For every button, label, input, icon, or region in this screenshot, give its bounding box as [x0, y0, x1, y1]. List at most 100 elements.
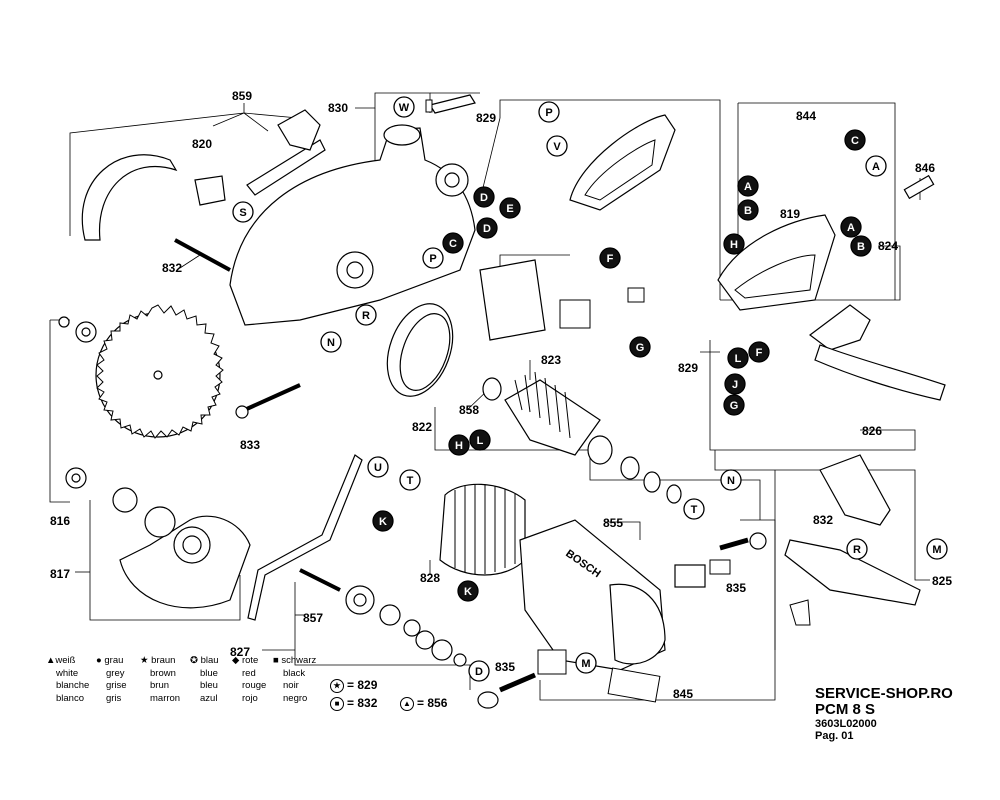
flange-parts	[58, 316, 97, 489]
reference-key: ★= 829 ■= 832 ▲= 856	[330, 678, 447, 714]
part-number: 819	[780, 207, 800, 221]
color-es: marron	[150, 692, 181, 704]
callout-letter: F	[607, 253, 614, 265]
callout-letter: W	[399, 102, 410, 114]
part-number: 855	[603, 516, 623, 530]
color-fr: rouge	[242, 680, 267, 691]
callout-letter: G	[730, 400, 739, 412]
part-number: 858	[459, 403, 479, 417]
callout-letter: R	[362, 310, 370, 322]
part-number-labels: 859 830 829 820 844 846 832 819 824 823 …	[50, 89, 952, 701]
callout-letter: M	[581, 658, 590, 670]
callout-circle	[538, 101, 560, 123]
color-en: brown	[150, 667, 176, 679]
part-number: 833	[240, 438, 260, 452]
color-de: weiß	[55, 655, 76, 666]
model-name: PCM 8 S	[815, 701, 876, 718]
callout-letter: U	[374, 462, 382, 474]
callout-circle	[473, 186, 495, 208]
color-es: negro	[283, 692, 308, 704]
callout-circle	[727, 347, 749, 369]
part-number: 829	[678, 361, 698, 375]
blade-guard-arc	[81, 154, 178, 241]
armature	[482, 371, 682, 504]
ref-value: = 856	[417, 696, 448, 710]
part-number: 825	[932, 574, 952, 588]
callout-letter: S	[239, 207, 246, 219]
guard-clip	[194, 175, 226, 206]
callout-circle	[422, 247, 444, 269]
callout-letter: J	[732, 379, 738, 391]
color-de: schwarz	[281, 655, 317, 666]
field-coil	[439, 483, 526, 576]
handle-assembly	[569, 114, 935, 311]
color-en: white	[56, 667, 79, 679]
switch-parts	[784, 304, 946, 626]
blue-symbol: ✪	[190, 655, 198, 666]
axle-pins	[174, 238, 301, 419]
callout-letter: V	[553, 141, 561, 153]
callout-circle	[399, 469, 421, 491]
callout-circle	[683, 498, 705, 520]
color-es: rojo	[242, 692, 258, 704]
callout-circle	[629, 336, 651, 358]
callout-circle	[355, 304, 377, 326]
motor-housing: BOSCH	[519, 519, 666, 671]
callout-circle	[737, 199, 759, 221]
color-es: blanco	[56, 692, 84, 704]
color-es: gris	[106, 692, 122, 704]
part-number: 829	[476, 111, 496, 125]
callout-circle	[469, 429, 491, 451]
part-number: 844	[796, 109, 816, 123]
plug-parts	[477, 532, 767, 709]
triangle-badge-icon: ▲	[400, 696, 414, 711]
callout-letter: L	[735, 353, 742, 365]
callout-circle	[850, 235, 872, 257]
callout-circle	[840, 216, 862, 238]
callout-circle	[476, 217, 498, 239]
grey-symbol: ●	[96, 655, 102, 666]
callout-letter: M	[932, 544, 941, 556]
part-number: 835	[495, 660, 515, 674]
bearing-parts	[299, 568, 467, 667]
part-number: 824	[878, 239, 898, 253]
footer-info: SERVICE-SHOP.RO PCM 8 S 3603L02000 Pag. …	[815, 685, 953, 742]
color-de: braun	[151, 655, 176, 666]
callout-letter: A	[744, 181, 752, 193]
part-number: 817	[50, 567, 70, 581]
callout-circle	[468, 660, 490, 682]
callout-letter: F	[756, 347, 763, 359]
part-number: 823	[541, 353, 561, 367]
part-number: 835	[726, 581, 746, 595]
callout-letter: B	[744, 205, 752, 217]
callout-circle	[320, 331, 342, 353]
black-symbol: ■	[273, 655, 279, 666]
site-name: SERVICE-SHOP.RO	[815, 685, 953, 702]
callout-letter: B	[857, 241, 865, 253]
color-de: blau	[200, 655, 219, 666]
callout-letter: C	[449, 238, 457, 250]
callout-letter: C	[851, 135, 859, 147]
color-fr: brun	[150, 680, 170, 691]
color-fr: blanche	[56, 680, 90, 691]
part-number: 830	[328, 101, 348, 115]
callout-circle	[499, 197, 521, 219]
color-de: rote	[241, 655, 259, 666]
guard-bracket	[246, 109, 326, 196]
color-en: red	[242, 667, 256, 679]
callout-letter: D	[475, 666, 483, 678]
label-plate	[607, 667, 661, 703]
part-number: 857	[303, 611, 323, 625]
part-number: 826	[862, 424, 882, 438]
part-number: 827	[230, 645, 250, 659]
part-number: 846	[915, 161, 935, 175]
color-fr: grise	[106, 680, 127, 691]
callout-circle	[748, 341, 770, 363]
part-number: 822	[412, 420, 432, 434]
part-number: 832	[813, 513, 833, 527]
callout-letter: D	[483, 223, 491, 235]
callout-circle	[546, 135, 568, 157]
callout-circle	[393, 96, 415, 118]
callout-circle	[442, 232, 464, 254]
